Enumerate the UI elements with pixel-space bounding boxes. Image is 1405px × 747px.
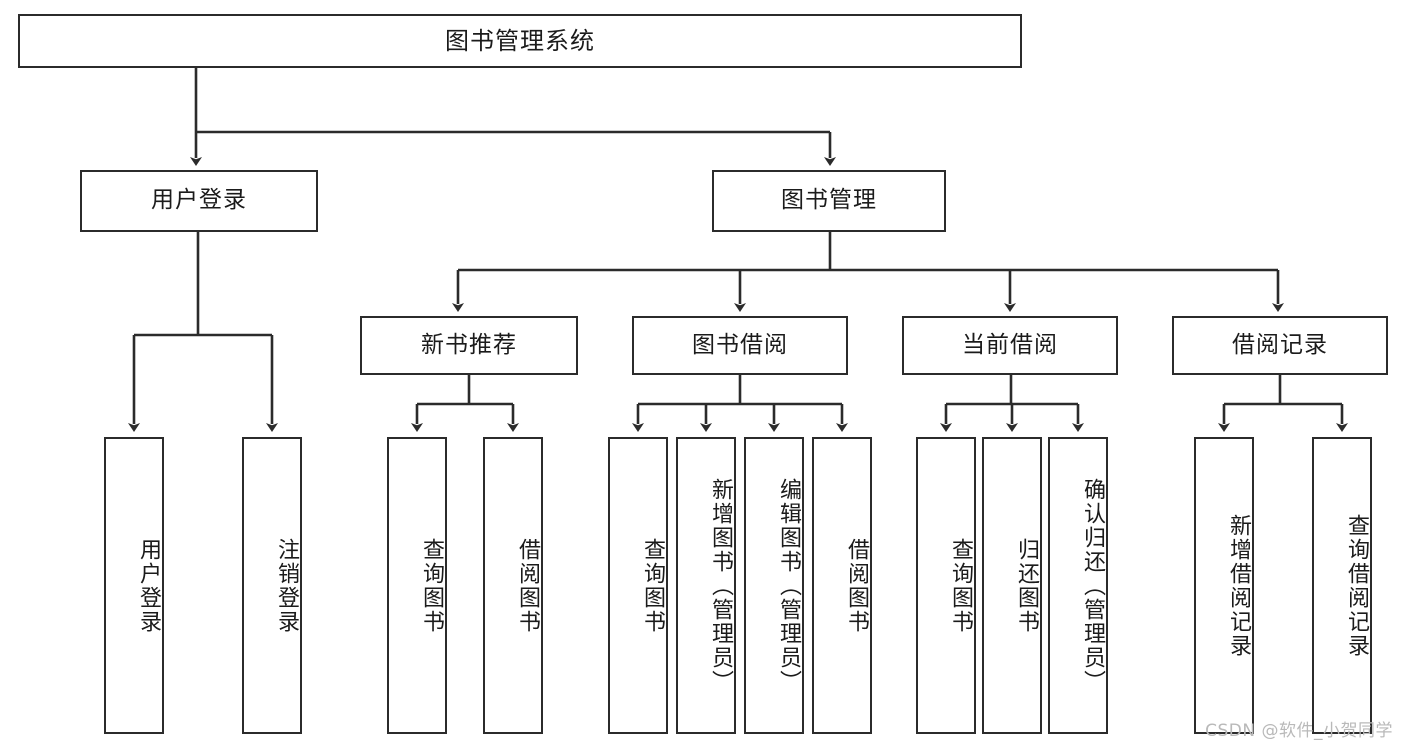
node-leaf-borrow-book-1[interactable]: 借阅图书 <box>483 437 543 734</box>
node-leaf-query-record-label: 查询借阅记录 <box>1344 513 1369 658</box>
node-leaf-confirm-return[interactable]: 确认归还（管理员） <box>1048 437 1108 734</box>
node-leaf-query-book-2-label: 查询图书 <box>640 537 665 634</box>
node-leaf-query-book-2[interactable]: 查询图书 <box>608 437 668 734</box>
node-leaf-query-record[interactable]: 查询借阅记录 <box>1312 437 1372 734</box>
node-leaf-query-book-3[interactable]: 查询图书 <box>916 437 976 734</box>
node-leaf-borrow-book-2[interactable]: 借阅图书 <box>812 437 872 734</box>
node-leaf-return-book-label: 归还图书 <box>1014 537 1039 634</box>
node-leaf-add-book[interactable]: 新增图书（管理员） <box>676 437 736 734</box>
node-user-login[interactable]: 用户登录 <box>80 170 318 232</box>
node-leaf-user-login[interactable]: 用户登录 <box>104 437 164 734</box>
node-leaf-logout-label: 注销登录 <box>274 537 299 634</box>
node-leaf-add-record-label: 新增借阅记录 <box>1226 513 1251 658</box>
watermark: CSDN @软件_小贺同学 <box>1205 721 1393 741</box>
node-leaf-add-book-label: 新增图书（管理员） <box>708 477 733 694</box>
node-leaf-borrow-book-1-label: 借阅图书 <box>515 537 540 634</box>
node-leaf-confirm-return-label: 确认归还（管理员） <box>1080 477 1105 694</box>
node-leaf-add-record[interactable]: 新增借阅记录 <box>1194 437 1254 734</box>
node-leaf-query-book-3-label: 查询图书 <box>948 537 973 634</box>
node-leaf-edit-book-label: 编辑图书（管理员） <box>776 477 801 694</box>
node-book-manage[interactable]: 图书管理 <box>712 170 946 232</box>
node-leaf-query-book-1-label: 查询图书 <box>419 537 444 634</box>
node-leaf-user-login-label: 用户登录 <box>136 537 161 634</box>
node-book-borrow[interactable]: 图书借阅 <box>632 316 848 375</box>
node-leaf-return-book[interactable]: 归还图书 <box>982 437 1042 734</box>
node-root[interactable]: 图书管理系统 <box>18 14 1022 68</box>
node-leaf-query-book-1[interactable]: 查询图书 <box>387 437 447 734</box>
node-current-borrow[interactable]: 当前借阅 <box>902 316 1118 375</box>
node-borrow-record[interactable]: 借阅记录 <box>1172 316 1388 375</box>
node-new-book-recommend[interactable]: 新书推荐 <box>360 316 578 375</box>
node-leaf-logout[interactable]: 注销登录 <box>242 437 302 734</box>
node-leaf-borrow-book-2-label: 借阅图书 <box>844 537 869 634</box>
node-leaf-edit-book[interactable]: 编辑图书（管理员） <box>744 437 804 734</box>
